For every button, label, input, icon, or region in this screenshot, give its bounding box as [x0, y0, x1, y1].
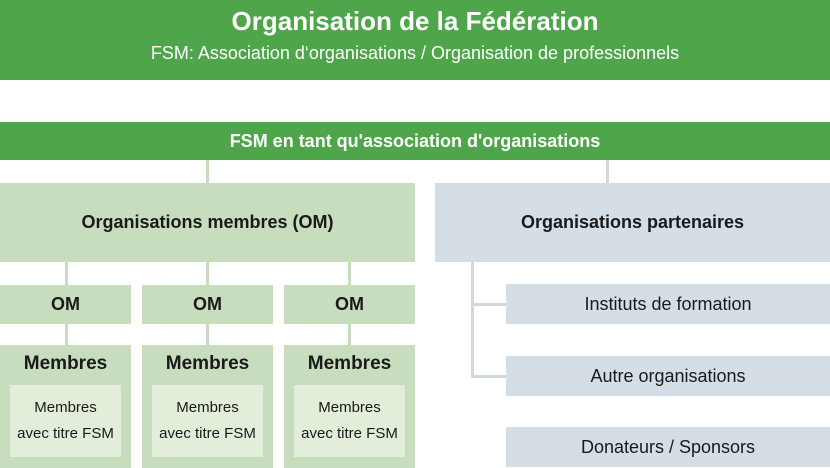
connector: [206, 324, 209, 345]
titled-members-line2: avec titre FSM: [159, 425, 256, 442]
diagram-subtitle: FSM: Association d‘organisations / Organ…: [150, 43, 680, 63]
titled-members-line1: Membres: [34, 399, 97, 416]
connector: [348, 324, 351, 345]
titled-members-box: Membres avec titre FSM: [152, 385, 263, 457]
connector: [348, 262, 351, 285]
members-label: Membres: [165, 353, 250, 374]
titled-members-line2: avec titre FSM: [17, 425, 114, 442]
titled-members-box: Membres avec titre FSM: [10, 385, 121, 457]
members-box: Membres Membres avec titre FSM: [0, 345, 131, 468]
connector: [65, 324, 68, 345]
connector: [471, 303, 506, 306]
members-box: Membres Membres avec titre FSM: [142, 345, 273, 468]
titled-members-line1: Membres: [318, 399, 381, 416]
om-box: OM: [0, 285, 131, 324]
members-label: Membres: [23, 353, 108, 374]
connector: [206, 160, 209, 183]
partner-item: Autre organisations: [506, 356, 830, 396]
header-banner: Organisation de la Fédération FSM: Assoc…: [0, 0, 830, 80]
connector: [65, 262, 68, 285]
members-label: Membres: [307, 353, 392, 374]
connector: [206, 262, 209, 285]
member-orgs-box: Organisations membres (OM): [0, 183, 415, 262]
members-box: Membres Membres avec titre FSM: [284, 345, 415, 468]
connector: [471, 262, 474, 378]
association-bar: FSM en tant qu'association d'organisatio…: [0, 122, 830, 160]
connector: [471, 375, 506, 378]
om-box: OM: [142, 285, 273, 324]
connector: [606, 160, 609, 183]
titled-members-line2: avec titre FSM: [301, 425, 398, 442]
diagram-title: Organisation de la Fédération: [231, 6, 599, 36]
partner-item: Donateurs / Sponsors: [506, 427, 830, 467]
om-box: OM: [284, 285, 415, 324]
titled-members-line1: Membres: [176, 399, 239, 416]
partner-orgs-box: Organisations partenaires: [435, 183, 830, 262]
partner-item: Instituts de formation: [506, 284, 830, 324]
titled-members-box: Membres avec titre FSM: [294, 385, 405, 457]
